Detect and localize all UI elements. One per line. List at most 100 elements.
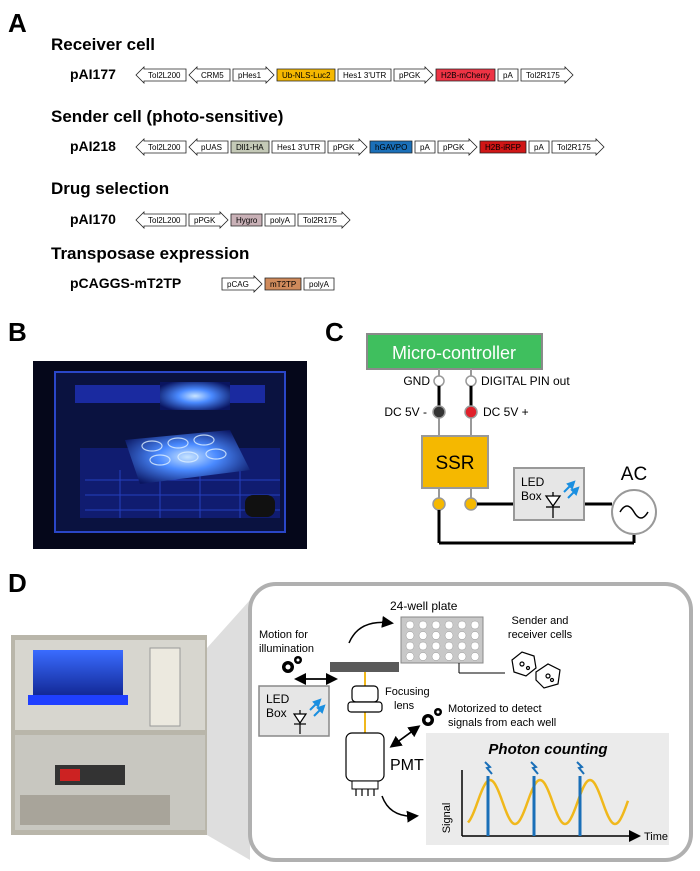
construct-element-label: mT2TP: [270, 280, 296, 289]
construct-element: [497, 68, 519, 82]
lens-label-2: lens: [394, 700, 415, 712]
ssr-box: [421, 435, 489, 489]
well: [431, 620, 441, 630]
construct-element: [232, 66, 275, 84]
panel-label-b: B: [8, 317, 27, 347]
construct-element-label: Ub-NLS-Luc2: [282, 71, 331, 80]
well: [418, 652, 428, 661]
construct-element: [188, 138, 229, 156]
construct-element: [479, 140, 527, 154]
construct-element-label: pCAG: [227, 280, 249, 289]
construct-element-label: Tol2L200: [148, 143, 181, 152]
construct-element: [303, 277, 335, 291]
motor-label-2: signals from each well: [448, 717, 556, 729]
construct-element-label: Tol2R175: [557, 143, 591, 152]
ac-label: AC: [621, 464, 647, 485]
construct-name: pCAGGS-mT2TP: [70, 275, 181, 291]
diode-icon: [544, 492, 562, 518]
construct-element: [437, 138, 478, 156]
construct-element-label: polyA: [309, 280, 330, 289]
focusing-lens: [351, 685, 379, 703]
well: [444, 620, 454, 630]
led-box-d-label-1: LED: [266, 692, 290, 706]
construct-element-label: pPGK: [194, 216, 216, 225]
construct-element-label: Tol2L200: [148, 71, 181, 80]
pmt-tube: [345, 732, 385, 782]
pmt-label: PMT: [390, 757, 424, 774]
instrument-photo: [11, 635, 207, 835]
construct-element-label: Dll1-HA: [236, 143, 264, 152]
well: [405, 652, 415, 661]
construct-name: pAI177: [70, 66, 116, 82]
construct-element: [327, 138, 368, 156]
construct-element-label: pA: [420, 143, 430, 152]
construct-element: [188, 211, 229, 229]
construct-element: [271, 140, 326, 154]
well: [444, 631, 454, 640]
motion-label-2: illumination: [259, 643, 314, 655]
negative-terminal: [432, 405, 446, 419]
construct-element-label: pHes1: [238, 71, 262, 80]
construct-element-label: pPGK: [399, 71, 421, 80]
construct-element: [528, 140, 550, 154]
gnd-label: GND: [403, 374, 430, 388]
construct-heading: Transposase expression: [51, 244, 249, 263]
cells-label-1: Sender and: [512, 615, 569, 627]
construct-element-label: Hes1 3'UTR: [343, 71, 387, 80]
signal-axis-label: Signal: [441, 803, 453, 834]
construct-element: [393, 66, 434, 84]
construct-element-label: pA: [503, 71, 513, 80]
plate-label: 24-well plate: [390, 599, 458, 613]
construct-element-label: H2B-iRFP: [485, 143, 521, 152]
construct-element-label: Tol2R175: [303, 216, 337, 225]
construct-element: [230, 140, 270, 154]
well: [405, 631, 415, 640]
well: [457, 631, 467, 640]
incubator-photo: [33, 361, 307, 549]
digital-pin-label: DIGITAL PIN out: [481, 374, 570, 388]
setup-diagram: 24-well plate Sender and receiver cells …: [248, 582, 693, 862]
construct-element-label: H2B-mCherry: [441, 71, 490, 80]
construct-element: [520, 66, 574, 84]
construct-element: [188, 66, 231, 84]
lightning-icon: [530, 761, 539, 775]
well: [418, 620, 428, 630]
well: [444, 652, 454, 661]
construct-element: [414, 140, 436, 154]
gear-icon: [282, 656, 302, 673]
motion-label-1: Motion for: [259, 629, 308, 641]
well: [431, 652, 441, 661]
well: [457, 652, 467, 661]
well: [418, 631, 428, 640]
led-box-d-label-2: Box: [266, 706, 287, 720]
construct-element: [230, 213, 263, 227]
panel-label-d: D: [8, 568, 27, 598]
well: [457, 641, 467, 651]
lightning-icon: [484, 761, 493, 775]
photon-pulses: [484, 761, 585, 836]
well: [470, 620, 480, 630]
well: [457, 620, 467, 630]
well: [470, 641, 480, 651]
positive-terminal: [464, 405, 478, 419]
construct-4: Transposase expression pCAGGS-mT2TP pCAG mT…: [51, 244, 335, 293]
construct-element-label: Hes1 3'UTR: [277, 143, 321, 152]
lightning-icon: [576, 761, 585, 775]
led-box-d: [258, 685, 330, 737]
construct-element: [297, 211, 351, 229]
cells-label-2: receiver cells: [508, 629, 573, 641]
construct-element-label: pPGK: [333, 143, 355, 152]
construct-element-label: polyA: [270, 216, 291, 225]
motor-gear-icon: [422, 708, 442, 726]
construct-element-label: pUAS: [201, 143, 222, 152]
construct-name: pAI170: [70, 211, 116, 227]
stage-plate: [330, 662, 399, 672]
construct-heading: Sender cell (photo-sensitive): [51, 107, 283, 126]
construct-element-label: Tol2R175: [526, 71, 560, 80]
signal-curve: [467, 778, 630, 826]
construct-element-label: pA: [534, 143, 544, 152]
